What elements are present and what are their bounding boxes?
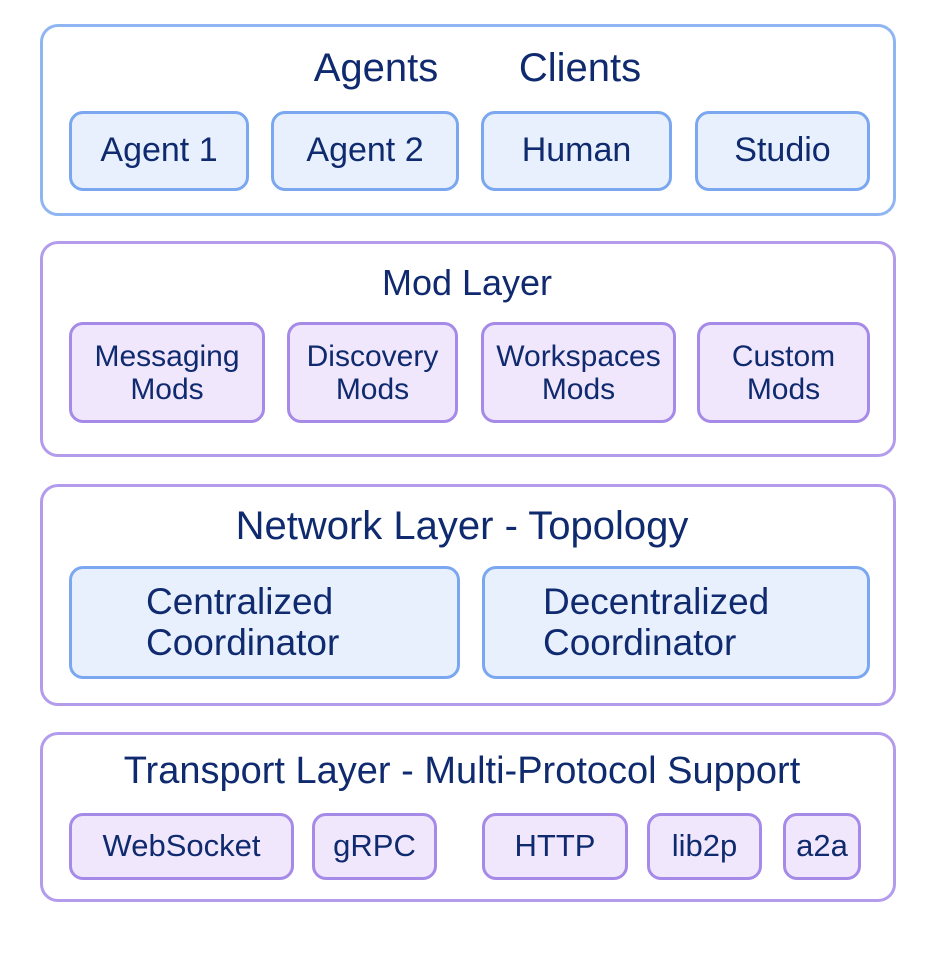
agents-title: Agents [313, 46, 439, 90]
centralized-coordinator-box: Centralized Coordinator [69, 566, 460, 679]
human-box: Human [481, 111, 672, 191]
studio-box: Studio [695, 111, 870, 191]
agent-2-box: Agent 2 [271, 111, 459, 191]
http-box: HTTP [482, 813, 628, 880]
lib2p-box: lib2p [647, 813, 762, 880]
a2a-box: a2a [783, 813, 861, 880]
custom-mods-box: Custom Mods [697, 322, 870, 423]
messaging-mods-box: Messaging Mods [69, 322, 265, 423]
workspaces-mods-box: Workspaces Mods [481, 322, 676, 423]
decentralized-coordinator-box: Decentralized Coordinator [482, 566, 870, 679]
grpc-box: gRPC [312, 813, 437, 880]
network-layer-title: Network Layer - Topology [235, 504, 689, 548]
discovery-mods-box: Discovery Mods [287, 322, 458, 423]
websocket-box: WebSocket [69, 813, 294, 880]
clients-title: Clients [518, 46, 642, 90]
mod-layer-title: Mod Layer [381, 262, 553, 303]
agent-1-box: Agent 1 [69, 111, 249, 191]
transport-layer-title: Transport Layer - Multi-Protocol Support [123, 750, 801, 792]
